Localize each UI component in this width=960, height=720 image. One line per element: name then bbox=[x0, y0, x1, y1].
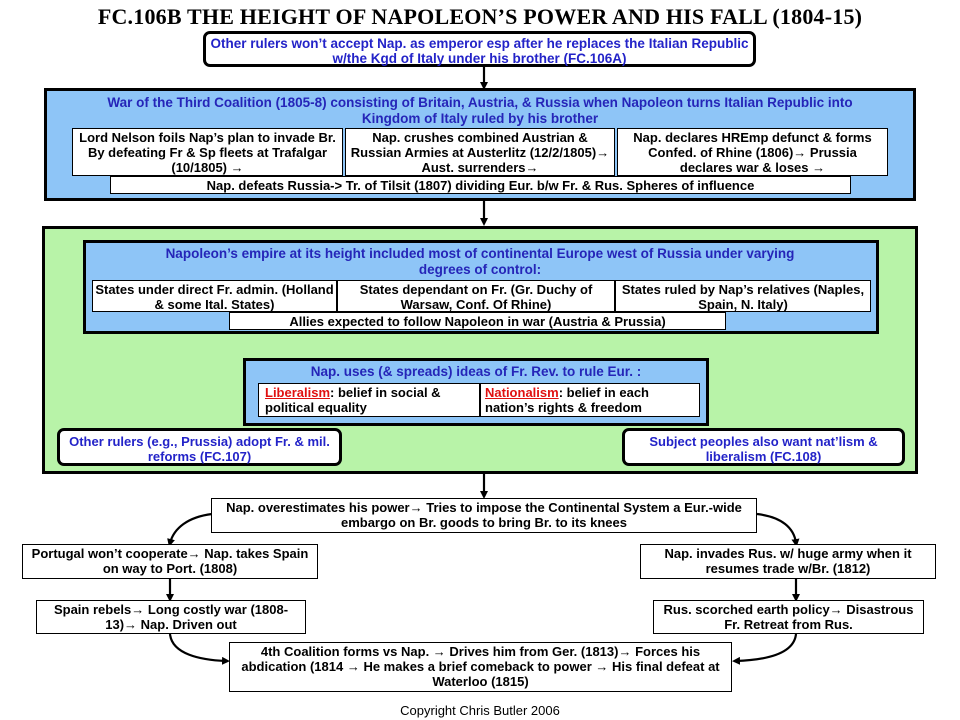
third-coalition-heading: War of the Third Coalition (1805-8) cons… bbox=[107, 95, 853, 126]
overestimates-box: Nap. overestimates his power→ Tries to i… bbox=[211, 498, 757, 533]
relatives-states-cell: States ruled by Nap’s relatives (Naples,… bbox=[615, 280, 871, 312]
trafalgar-cell: Lord Nelson foils Nap’s plan to invade B… bbox=[72, 128, 343, 176]
rhine-cell: Nap. declares HREmp defunct & forms Conf… bbox=[617, 128, 888, 176]
allies-cell: Allies expected to follow Napoleon in wa… bbox=[229, 312, 726, 330]
page-title: FC.106B THE HEIGHT OF NAPOLEON’S POWER A… bbox=[97, 4, 863, 29]
portugal-box: Portugal won’t cooperate→ Nap. takes Spa… bbox=[22, 544, 318, 579]
liberalism-cell: Liberalism: belief in social & political… bbox=[258, 383, 480, 417]
arrow-curve bbox=[167, 512, 213, 547]
nationalism-definition: : belief in each nation’s rights & freed… bbox=[485, 385, 649, 415]
nationalism-term: Nationalism bbox=[485, 385, 559, 400]
empire-heading: Napoleon’s empire at its height included… bbox=[165, 246, 795, 277]
direct-admin-cell: States under direct Fr. admin. (Holland … bbox=[92, 280, 337, 312]
invades-russia-box: Nap. invades Rus. w/ huge army when it r… bbox=[640, 544, 936, 579]
subject-peoples-box: Subject peoples also want nat’lism & lib… bbox=[622, 428, 905, 466]
spain-rebels-box: Spain rebels→ Long costly war (1808-13)→… bbox=[36, 600, 306, 634]
arrow-curve bbox=[168, 633, 230, 665]
liberalism-term: Liberalism bbox=[265, 385, 331, 400]
dependent-states-cell: States dependant on Fr. (Gr. Duchy of Wa… bbox=[337, 280, 615, 312]
fourth-coalition-box: 4th Coalition forms vs Nap. → Drives him… bbox=[229, 642, 732, 692]
copyright-text: Copyright Chris Butler 2006 bbox=[400, 703, 560, 718]
scorched-earth-box: Rus. scorched earth policy→ Disastrous F… bbox=[653, 600, 924, 634]
prussia-reforms-box: Other rulers (e.g., Prussia) adopt Fr. &… bbox=[57, 428, 342, 466]
ideas-heading: Nap. uses (& spreads) ideas of Fr. Rev. … bbox=[310, 364, 642, 379]
arrow-curve bbox=[732, 633, 798, 665]
nationalism-cell: Nationalism: belief in each nation’s rig… bbox=[480, 383, 700, 417]
liberalism-definition: : belief in social & political equality bbox=[265, 385, 441, 415]
arrow-curve bbox=[756, 512, 800, 547]
austerlitz-cell: Nap. crushes combined Austrian & Russian… bbox=[345, 128, 615, 176]
tilsit-cell: Nap. defeats Russia-> Tr. of Tilsit (180… bbox=[110, 176, 851, 194]
rulers-reject-box: Other rulers won’t accept Nap. as empero… bbox=[203, 31, 756, 67]
